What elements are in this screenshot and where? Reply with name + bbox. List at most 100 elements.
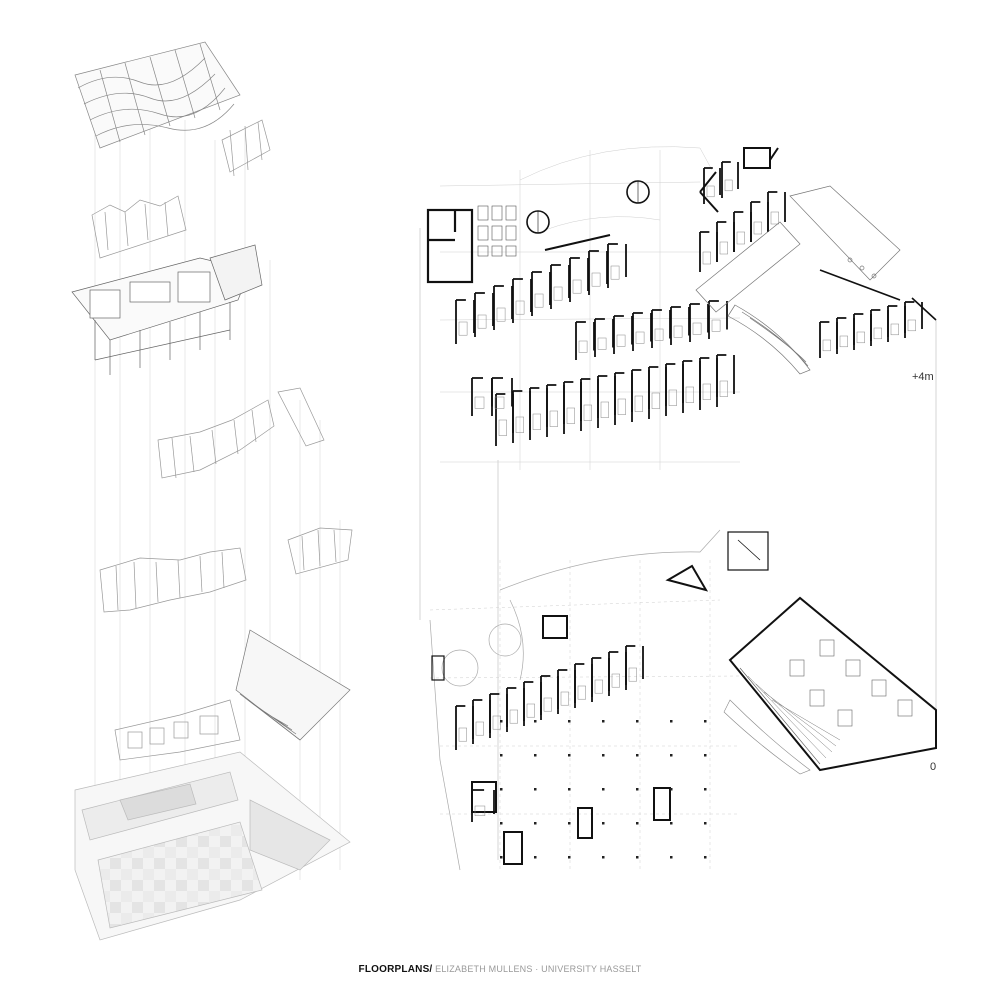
upper-unit-furniture bbox=[685, 386, 694, 403]
row-houses-lower bbox=[99, 527, 353, 613]
upper-unit-furniture bbox=[515, 416, 524, 433]
upper-unit bbox=[491, 377, 513, 416]
upper-unit-furniture bbox=[477, 314, 487, 329]
upper-unit bbox=[721, 161, 739, 198]
upper-unit-furniture bbox=[634, 395, 643, 412]
row-houses-curved bbox=[157, 387, 325, 479]
upper-unit bbox=[689, 303, 709, 342]
upper-unit-furniture bbox=[494, 396, 505, 409]
ground-unit-furniture bbox=[475, 721, 484, 736]
upper-unit-furniture bbox=[616, 334, 626, 347]
upper-unit-furniture bbox=[890, 323, 899, 336]
column-point bbox=[534, 856, 537, 859]
column-point bbox=[670, 822, 673, 825]
column-point bbox=[500, 754, 503, 757]
upper-unit-furniture bbox=[496, 307, 506, 322]
upper-unit-furniture bbox=[711, 319, 721, 332]
ground-level-label: 0 bbox=[930, 761, 936, 773]
upper-unit bbox=[474, 292, 494, 337]
ground-auditorium bbox=[723, 596, 937, 775]
upper-unit bbox=[512, 278, 532, 323]
site-base-layer bbox=[74, 751, 351, 941]
upper-unit-furniture bbox=[610, 265, 620, 280]
upper-stair-block bbox=[426, 208, 474, 284]
column-point bbox=[500, 822, 503, 825]
ground-unit-furniture bbox=[458, 727, 467, 742]
upper-unit bbox=[651, 309, 671, 348]
upper-unit-furniture bbox=[668, 389, 677, 406]
upper-unit-furniture bbox=[770, 211, 779, 225]
upper-unit-furniture bbox=[617, 398, 626, 415]
ground-floor-plan: 0 bbox=[429, 529, 937, 871]
upper-unit-furniture bbox=[673, 325, 683, 338]
column-point bbox=[704, 822, 707, 825]
upper-diagonal-wing bbox=[695, 185, 901, 375]
upper-unit bbox=[575, 321, 595, 360]
ground-plan-outline bbox=[429, 529, 721, 871]
column-point bbox=[670, 754, 673, 757]
column-point bbox=[534, 754, 537, 757]
column-point bbox=[704, 788, 707, 791]
upper-unit-furniture bbox=[600, 401, 609, 418]
upper-unit bbox=[531, 271, 551, 316]
upper-unit-furniture bbox=[719, 241, 728, 255]
row-houses-upper bbox=[91, 195, 187, 259]
upper-unit-furniture bbox=[635, 331, 645, 344]
level-link-lines bbox=[419, 228, 937, 860]
column-point bbox=[568, 822, 571, 825]
ground-unit-furniture bbox=[509, 709, 518, 724]
upper-unit-furniture bbox=[724, 179, 733, 192]
upper-unit bbox=[588, 250, 608, 295]
upper-unit-furniture bbox=[702, 383, 711, 400]
upper-unit bbox=[767, 191, 786, 232]
ground-floor-layer bbox=[114, 699, 241, 761]
upper-unit-furniture bbox=[856, 331, 865, 344]
upper-walls bbox=[544, 147, 937, 321]
column-point bbox=[636, 788, 639, 791]
ground-unit-rows bbox=[455, 645, 644, 822]
column-point bbox=[534, 720, 537, 723]
upper-unit bbox=[607, 243, 627, 288]
upper-unit-furniture bbox=[591, 272, 601, 287]
column-point bbox=[500, 720, 503, 723]
column-point bbox=[636, 754, 639, 757]
upper-unit-furniture bbox=[907, 319, 916, 332]
upper-unit-furniture bbox=[692, 322, 702, 335]
column-point bbox=[500, 856, 503, 859]
ground-unit-furniture bbox=[577, 685, 586, 700]
sheet-caption: FLOORPLANS/ ELIZABETH MULLENS · UNIVERSI… bbox=[0, 964, 1000, 975]
ground-unit-furniture bbox=[492, 715, 501, 730]
upper-unit-furniture bbox=[572, 279, 582, 294]
column-point bbox=[602, 856, 605, 859]
upper-unit-furniture bbox=[553, 286, 563, 301]
ground-unit-furniture bbox=[594, 679, 603, 694]
column-point bbox=[602, 720, 605, 723]
upper-unit bbox=[613, 315, 633, 354]
tower-module bbox=[221, 119, 271, 177]
ground-column-points bbox=[500, 720, 707, 859]
ground-unit bbox=[471, 789, 495, 822]
column-point bbox=[704, 754, 707, 757]
column-point bbox=[568, 788, 571, 791]
upper-level-label: +4m bbox=[912, 371, 934, 383]
upper-unit-furniture bbox=[474, 396, 485, 409]
sheet-title: FLOORPLANS/ bbox=[358, 964, 433, 975]
upper-unit bbox=[569, 257, 589, 302]
ground-unit-furniture bbox=[526, 703, 535, 718]
auditorium-wedge bbox=[235, 629, 351, 741]
column-point bbox=[636, 856, 639, 859]
upper-unit-furniture bbox=[702, 251, 711, 265]
upper-unit-furniture bbox=[719, 380, 728, 397]
upper-unit-furniture bbox=[566, 407, 575, 424]
upper-unit bbox=[708, 300, 728, 339]
column-point bbox=[602, 754, 605, 757]
upper-unit-furniture bbox=[498, 419, 507, 436]
sheet-subtitle: ELIZABETH MULLENS · UNIVERSITY HASSELT bbox=[435, 964, 642, 974]
upper-unit-furniture bbox=[532, 413, 541, 430]
ground-unit-furniture bbox=[474, 805, 486, 816]
upper-furniture bbox=[477, 180, 650, 257]
upper-unit-furniture bbox=[753, 221, 762, 235]
column-point bbox=[500, 788, 503, 791]
upper-unit bbox=[550, 264, 570, 309]
